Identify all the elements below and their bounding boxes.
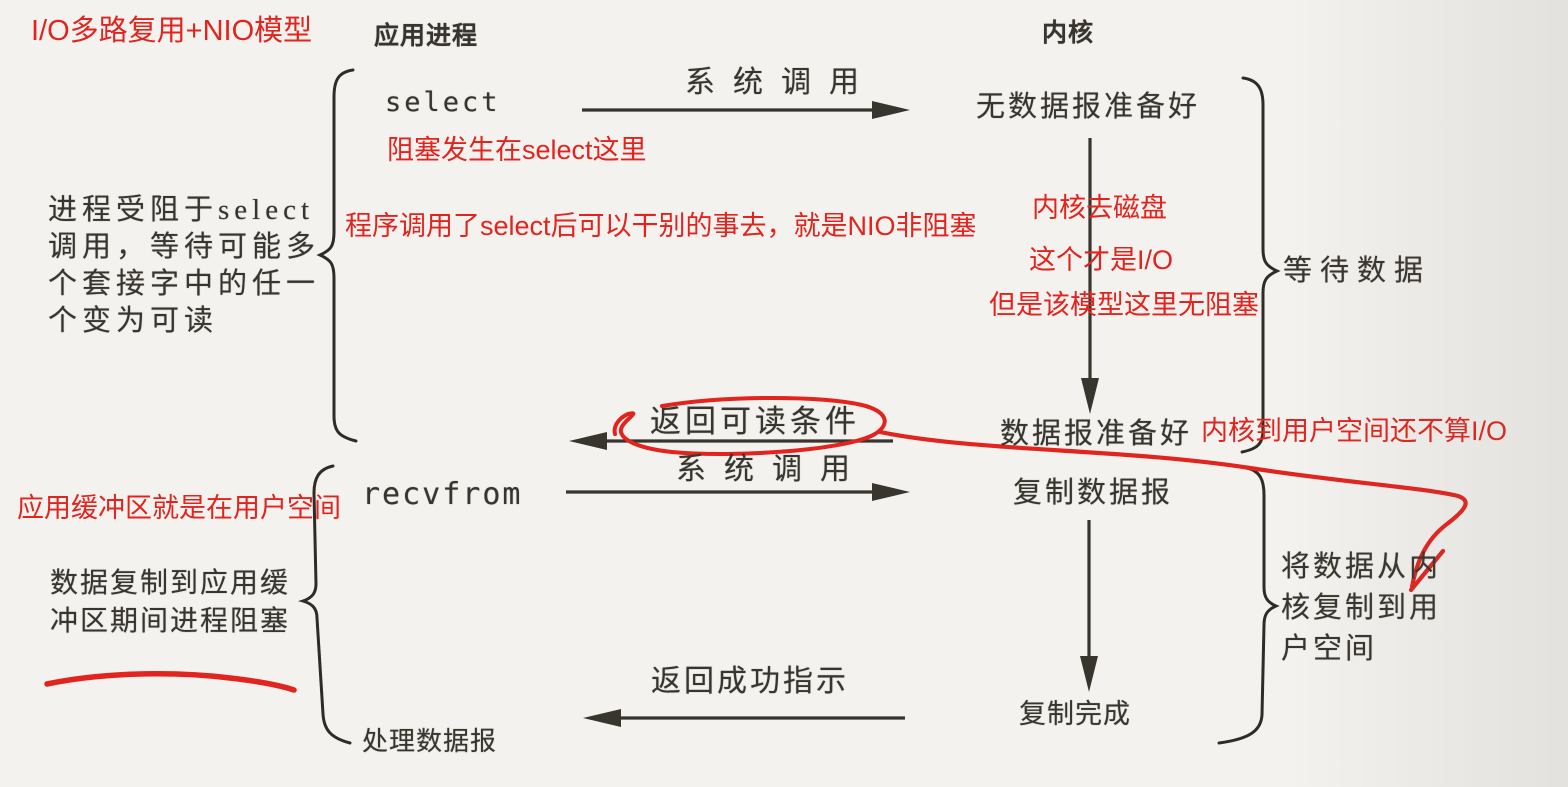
recvfrom-call-label: recvfrom	[362, 477, 523, 512]
right-brace-lower	[1217, 466, 1280, 745]
note-select-wait-line4: 个变为可读	[48, 305, 219, 337]
app-process-header: 应用进程	[374, 22, 479, 50]
left-brace-lower	[298, 464, 352, 745]
red-underline	[44, 670, 297, 693]
right-brace-upper	[1240, 76, 1281, 454]
note-copy-block-line1: 数据复制到应用缓	[50, 568, 291, 599]
annotation-model-no-block: 但是该模型这里无阻塞	[989, 290, 1259, 320]
syscall-mid-label: 系统调用	[676, 453, 868, 486]
note-select-wait: 进程受阻于select 调用，等待可能多 个套接字中的任一 个变为可读	[48, 192, 320, 340]
process-datagram-label: 处理数据报	[362, 727, 498, 756]
note-wait-data: 等待数据	[1283, 255, 1432, 287]
kernel-state-copy-complete: 复制完成	[1019, 699, 1131, 729]
left-brace-upper	[316, 68, 358, 443]
annotation-kernel-to-user-not-io: 内核到用户空间还不算I/O	[1201, 416, 1508, 446]
arrow-syscall-top	[582, 101, 910, 119]
note-copy-to-user-line1: 将数据从内	[1281, 551, 1442, 583]
note-copy-to-user: 将数据从内 核复制到用 户空间	[1281, 547, 1441, 670]
note-copy-to-user-line3: 户空间	[1281, 633, 1378, 665]
kernel-state-copy-datagram: 复制数据报	[1013, 477, 1174, 509]
annotation-nio-nonblocking: 程序调用了select后可以干别的事去，就是NIO非阻塞	[345, 211, 977, 241]
kernel-header: 内核	[1042, 19, 1095, 47]
return-success-label: 返回成功指示	[651, 665, 849, 698]
kernel-state-no-datagram: 无数据报准备好	[976, 91, 1201, 123]
select-call-label: select	[385, 87, 501, 118]
note-select-wait-line2: 调用，等待可能多	[48, 231, 321, 263]
arrow-kernel-copy	[1080, 520, 1098, 692]
note-copy-block-line2: 冲区期间进程阻塞	[50, 606, 291, 637]
arrow-return-success	[583, 709, 905, 727]
arrow-syscall-mid	[566, 483, 910, 501]
syscall-top-label: 系统调用	[685, 66, 877, 99]
annotation-this-is-io: 这个才是I/O	[1029, 245, 1174, 275]
annotation-block-at-select: 阻塞发生在select这里	[387, 135, 647, 165]
annotation-buffer-in-user-space: 应用缓冲区就是在用户空间	[17, 493, 341, 523]
annotation-title: I/O多路复用+NIO模型	[31, 15, 313, 47]
note-select-wait-line1: 进程受阻于select	[48, 194, 315, 226]
note-copy-block: 数据复制到应用缓 冲区期间进程阻塞	[50, 565, 290, 641]
arrow-return-readable	[569, 432, 893, 450]
note-select-wait-line3: 个套接字中的任一	[48, 268, 321, 300]
annotation-kernel-to-disk: 内核去磁盘	[1032, 193, 1167, 223]
arrow-kernel-wait	[1081, 138, 1099, 414]
kernel-state-datagram-ready: 数据报准备好	[1000, 418, 1193, 450]
red-curve-kernel-to-user	[877, 429, 1468, 593]
return-readable-label: 返回可读条件	[650, 404, 860, 439]
note-copy-to-user-line2: 核复制到用	[1281, 592, 1442, 624]
red-circle-return-readable	[612, 396, 887, 456]
